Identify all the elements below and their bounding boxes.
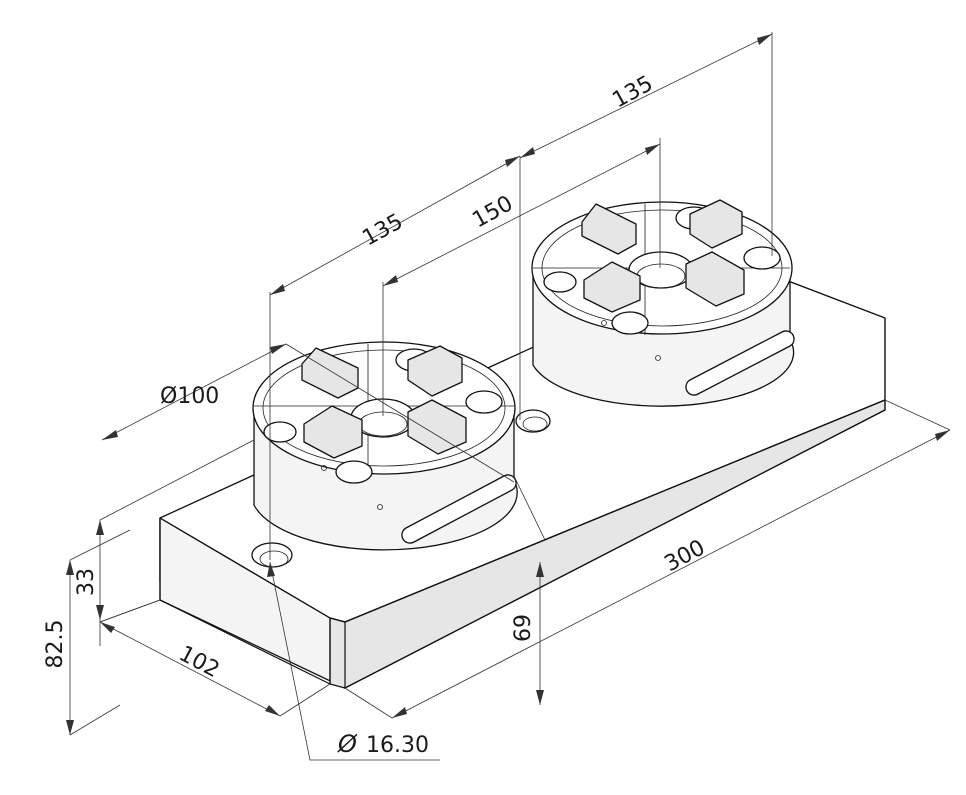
chuck-right: [531, 199, 795, 407]
base-plate-edge-top: [159, 399, 886, 623]
mounting-hole-front-inner: [259, 550, 289, 568]
chuck-right-slot: [685, 330, 795, 396]
chuck-right-jaw-4: [685, 251, 745, 307]
mounting-hole-middle: [515, 409, 551, 433]
chuck-left-hole-right: [465, 390, 503, 414]
chuck-left-slot: [401, 474, 517, 544]
dim-spacing-150: 150: [468, 191, 517, 233]
chuck-left-jaw-2: [407, 345, 463, 397]
chuck-left-pin-2: [321, 465, 327, 471]
chuck-right-jaw-1: [581, 203, 637, 255]
dim-pitch-135-left: 135: [358, 209, 407, 251]
dim-pitch-135-top: 135: [608, 71, 657, 113]
dim-chuck-diameter: Ø100: [160, 384, 219, 409]
chuck-left-rim: [262, 349, 506, 467]
chuck-right-hole-front: [611, 311, 649, 335]
chuck-right-hole-right: [743, 246, 781, 270]
chuck-left: [252, 341, 518, 551]
chuck-left-hole-left: [263, 421, 297, 443]
dim-hole-symbol: Ø: [337, 730, 358, 758]
chuck-left-jaw-3: [303, 405, 363, 459]
chuck-left-hole-front: [335, 460, 373, 484]
dim-chuck-height: 69: [511, 614, 536, 642]
chuck-right-jaw-2: [689, 199, 743, 249]
dim-length-300: 300: [661, 535, 710, 577]
chuck-right-pin: [655, 355, 661, 361]
dim-width-102: 102: [175, 641, 224, 683]
dim-hole-diameter: 16.30: [366, 733, 429, 758]
mounting-hole-middle-inner: [522, 416, 548, 432]
chuck-left-jaw-4: [407, 399, 467, 455]
chuck-right-hole-left: [543, 271, 577, 293]
chuck-right-jaw-3: [583, 261, 641, 313]
dim-plate-height: 33: [74, 568, 99, 596]
chuck-right-pin-2: [601, 320, 607, 326]
dim-total-height: 82.5: [43, 620, 68, 669]
chuck-left-pin: [377, 504, 383, 510]
dimension-lines: [66, 32, 951, 761]
